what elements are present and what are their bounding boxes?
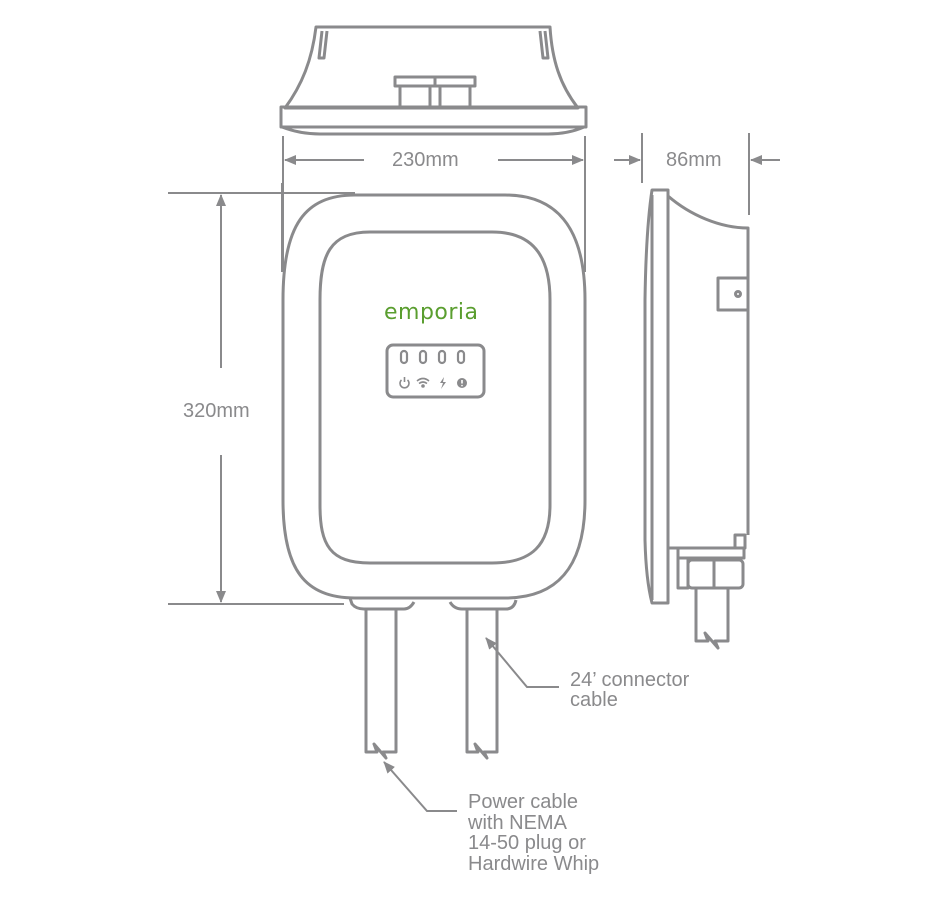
lightning-bolt-icon: [440, 377, 446, 389]
led-indicators: [399, 349, 466, 365]
led-1: [399, 349, 409, 365]
alert-icon: [457, 378, 467, 388]
wifi-icon: [416, 377, 430, 388]
connector-cable: [465, 609, 499, 760]
height-dimension: [168, 183, 355, 605]
width-dimension: [282, 136, 586, 272]
led-indicator-panel: [385, 343, 486, 399]
power-cable: [364, 609, 398, 760]
led-2: [418, 349, 428, 365]
brand-logo: emporia: [384, 300, 479, 325]
power-icon: [399, 377, 410, 389]
side-cable: [694, 588, 730, 650]
led-4: [456, 349, 466, 365]
connector-cable-leader: [485, 637, 559, 688]
top-view: [279, 25, 588, 136]
height-label: 320mm: [183, 400, 250, 422]
front-view: [281, 193, 587, 760]
power-cable-leader: [383, 761, 457, 812]
depth-label: 86mm: [666, 149, 722, 171]
width-label: 230mm: [392, 149, 459, 171]
power-cable-callout: Power cable with NEMA 14-50 plug or Hard…: [468, 791, 600, 875]
led-3: [437, 349, 447, 365]
side-view: [643, 188, 750, 650]
connector-cable-callout: 24’ connector cable: [570, 669, 690, 711]
depth-dimension: [614, 133, 780, 215]
indicator-icons: [399, 377, 467, 389]
